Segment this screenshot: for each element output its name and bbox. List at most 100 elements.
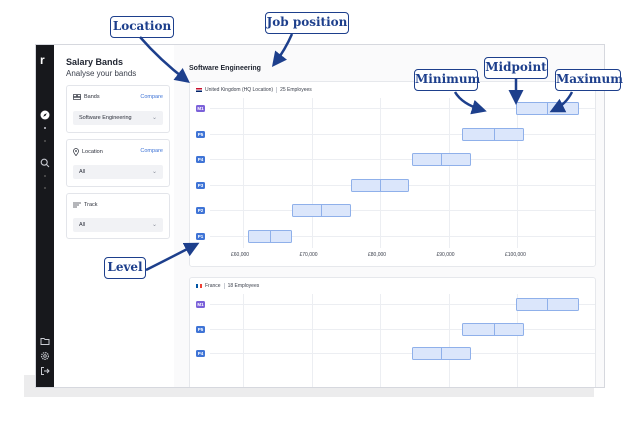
gridline	[448, 294, 450, 387]
annotation-minimum: Minimum	[414, 69, 480, 91]
gridline	[448, 98, 450, 248]
band-midpoint-marker	[440, 154, 442, 165]
france-flag-icon	[196, 284, 202, 288]
chevron-down-icon: ⌄	[151, 222, 157, 228]
annotation-job-position: Job position	[265, 12, 349, 34]
track-lines-icon	[73, 202, 81, 208]
compass-icon[interactable]	[39, 109, 51, 121]
band-midpoint-marker	[493, 323, 495, 335]
track-filter-card: Track All ⌄	[66, 193, 170, 239]
folder-icon[interactable]	[39, 335, 51, 347]
band-midpoint-marker	[547, 103, 549, 114]
level-badge: P1	[196, 232, 205, 240]
bands-select[interactable]: Software Engineering ⌄	[73, 111, 163, 125]
gridline	[517, 294, 518, 387]
level-badge: M1	[196, 301, 205, 308]
salary-band-bar[interactable]	[515, 298, 579, 311]
bands-filter-header: Bands	[73, 94, 100, 100]
logout-icon[interactable]	[39, 365, 51, 377]
panel-location: France	[205, 283, 221, 289]
panel-header: France 18 Employees	[196, 283, 259, 289]
location-filter-header: Location	[73, 148, 103, 156]
uk-flag-icon	[196, 88, 202, 92]
chevron-down-icon: ⌄	[151, 115, 157, 121]
track-filter-label: Track	[84, 202, 98, 208]
band-midpoint-marker	[493, 128, 495, 140]
chevron-down-icon: ⌄	[151, 169, 157, 175]
divider	[276, 87, 278, 93]
level-badge: P2	[196, 207, 205, 214]
bands-compare-link[interactable]: Compare	[140, 94, 163, 100]
band-midpoint-marker	[379, 179, 381, 191]
track-filter-header: Track	[73, 202, 98, 208]
panel-employee-count: 25 Employees	[280, 87, 312, 93]
salary-band-bar[interactable]	[411, 153, 472, 166]
gridline	[380, 294, 381, 387]
location-select[interactable]: All ⌄	[73, 165, 163, 179]
band-midpoint-marker	[440, 348, 442, 359]
row-line	[210, 133, 595, 135]
annotation-midpoint: Midpoint	[484, 57, 548, 79]
row-line	[210, 159, 595, 160]
gear-icon[interactable]	[39, 350, 51, 362]
location-select-value: All	[79, 169, 86, 175]
job-position-title: Software Engineering	[189, 65, 261, 72]
filters-sidebar: Salary Bands Analyse your bands Bands Co…	[54, 45, 174, 387]
panel-location: United Kingdom (HQ Location)	[205, 87, 274, 93]
salary-band-bar[interactable]	[462, 322, 524, 336]
main-content: Software Engineering United Kingdom (HQ …	[174, 45, 604, 387]
x-tick-label: £90,000	[436, 252, 455, 258]
row-line	[210, 108, 595, 109]
row-line	[210, 304, 595, 305]
location-pin-icon	[73, 148, 79, 156]
level-badge: P5	[196, 130, 205, 138]
bands-filter-label: Bands	[84, 94, 100, 100]
x-tick-label: £60,000	[231, 252, 250, 258]
gridline	[311, 294, 313, 387]
x-tick-label: £80,000	[368, 252, 387, 258]
salary-band-bar[interactable]	[515, 102, 579, 115]
row-line	[210, 328, 595, 330]
gridline	[380, 98, 381, 248]
nav-dot	[44, 140, 46, 142]
nav-dot	[44, 175, 46, 177]
level-badge: P5	[196, 325, 205, 333]
search-icon[interactable]	[39, 157, 51, 169]
nav-dot	[44, 187, 46, 189]
salary-band-bar[interactable]	[411, 347, 472, 360]
salary-band-bar[interactable]	[291, 204, 352, 217]
row-line	[210, 210, 595, 211]
band-midpoint-marker	[321, 205, 323, 216]
salary-band-bar[interactable]	[351, 178, 410, 192]
row-line	[210, 353, 595, 354]
track-select[interactable]: All ⌄	[73, 218, 163, 232]
salary-band-bar[interactable]	[247, 229, 293, 243]
nav-dot	[44, 127, 46, 129]
band-midpoint-marker	[270, 230, 272, 242]
annotation-level: Level	[104, 257, 146, 279]
location-filter-label: Location	[82, 149, 103, 155]
app-logo[interactable]: r	[40, 53, 45, 67]
salary-band-panel-uk: United Kingdom (HQ Location) 25 Employee…	[189, 81, 596, 267]
salary-band-bar[interactable]	[462, 127, 524, 141]
gridline	[243, 294, 244, 387]
page-title: Salary Bands	[66, 57, 124, 67]
track-select-value: All	[79, 222, 86, 228]
location-compare-link[interactable]: Compare	[140, 148, 163, 154]
x-tick-label: £100,000	[505, 252, 526, 258]
annotation-location: Location	[110, 16, 174, 38]
gridline	[517, 98, 518, 248]
row-line	[210, 235, 595, 237]
panel-header: United Kingdom (HQ Location) 25 Employee…	[196, 87, 312, 93]
nav-rail: r	[36, 45, 54, 387]
level-badge: M1	[196, 105, 205, 112]
x-tick-label: £70,000	[299, 252, 318, 258]
location-filter-card: Location Compare All ⌄	[66, 139, 170, 187]
gridline	[311, 98, 313, 248]
bands-icon	[73, 94, 81, 100]
page-subtitle: Analyse your bands	[66, 69, 137, 78]
divider	[223, 283, 225, 289]
app-window: r Salary Bands Analyse your bands Bands	[35, 44, 605, 388]
band-midpoint-marker	[547, 299, 549, 310]
